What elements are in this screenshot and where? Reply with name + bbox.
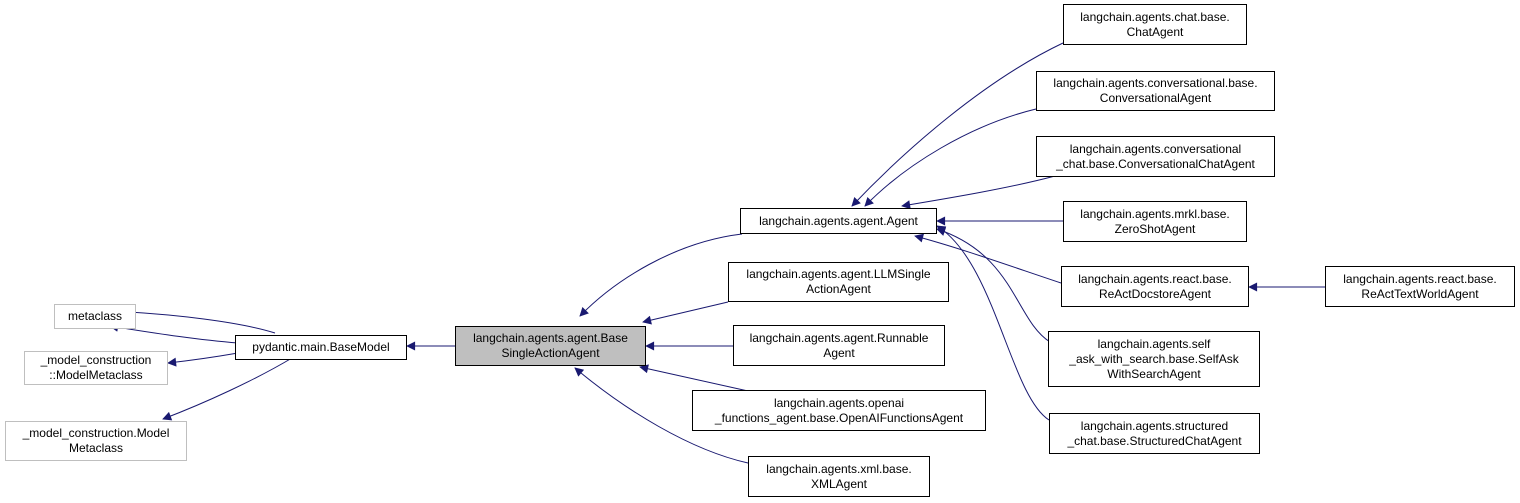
node-conversational-agent[interactable]: langchain.agents.conversational.base. Co… bbox=[1036, 71, 1275, 111]
edge-llmsingle-to-basesingle bbox=[642, 301, 729, 325]
node-zero-shot-agent[interactable]: langchain.agents.mrkl.base. ZeroShotAgen… bbox=[1063, 201, 1247, 242]
node-openai-functions-agent[interactable]: langchain.agents.openai _functions_agent… bbox=[692, 390, 986, 431]
node-llm-single-action-agent[interactable]: langchain.agents.agent.LLMSingle ActionA… bbox=[728, 262, 949, 302]
node-base-single-action-agent: langchain.agents.agent.Base SingleAction… bbox=[455, 326, 646, 366]
edge-chatagent-to-agent bbox=[851, 42, 1064, 207]
node-xml-agent[interactable]: langchain.agents.xml.base. XMLAgent bbox=[748, 456, 930, 497]
edge-agent-to-basesingle bbox=[579, 233, 743, 317]
edge-conversational-to-agent bbox=[864, 108, 1037, 207]
node-react-text-world-agent[interactable]: langchain.agents.react.base. ReActTextWo… bbox=[1325, 266, 1515, 307]
node-model-metaclass-dot: _model_construction.Model Metaclass bbox=[5, 421, 187, 461]
node-agent[interactable]: langchain.agents.agent.Agent bbox=[740, 208, 937, 234]
node-self-ask-agent[interactable]: langchain.agents.self _ask_with_search.b… bbox=[1048, 331, 1260, 387]
edge-basemodel-to-model-metaclass-ns bbox=[167, 352, 239, 367]
node-model-metaclass-ns: _model_construction ::ModelMetaclass bbox=[24, 351, 168, 385]
node-runnable-agent[interactable]: langchain.agents.agent.Runnable Agent bbox=[733, 325, 945, 366]
node-chat-agent[interactable]: langchain.agents.chat.base. ChatAgent bbox=[1063, 4, 1247, 45]
edge-structuredchat-to-agent bbox=[936, 225, 1050, 421]
edge-selfask-to-agent bbox=[936, 227, 1051, 343]
node-base-model[interactable]: pydantic.main.BaseModel bbox=[235, 335, 407, 360]
node-structured-chat-agent[interactable]: langchain.agents.structured _chat.base.S… bbox=[1049, 413, 1260, 454]
node-react-docstore-agent[interactable]: langchain.agents.react.base. ReActDocsto… bbox=[1061, 266, 1249, 307]
edge-basemodel-to-model-metaclass-dot bbox=[162, 357, 293, 421]
node-metaclass: metaclass bbox=[54, 304, 136, 329]
edge-xml-to-basesingle bbox=[574, 367, 749, 464]
edge-openai-to-basesingle bbox=[639, 364, 749, 392]
edge-conversationalchat-to-agent bbox=[901, 175, 1056, 210]
node-conversational-chat-agent[interactable]: langchain.agents.conversational _chat.ba… bbox=[1036, 136, 1275, 177]
